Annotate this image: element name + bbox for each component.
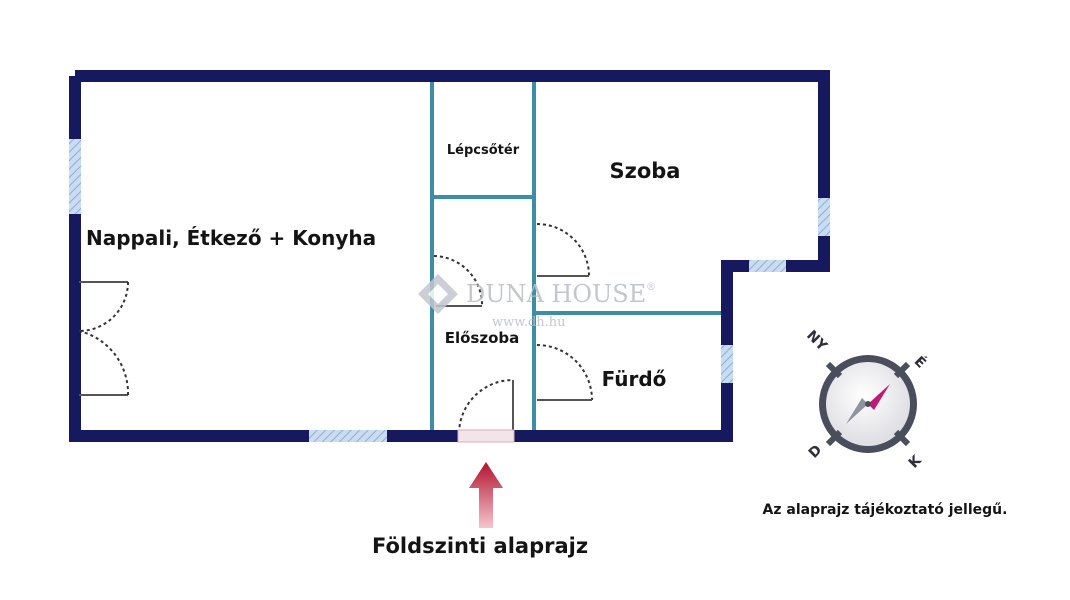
- compass-icon: NY É D K: [803, 328, 929, 472]
- watermark-brand: DUNA HOUSE: [466, 280, 646, 308]
- plan-caption: Földszinti alaprajz: [371, 534, 589, 558]
- outer-walls: [69, 70, 830, 442]
- watermark-registered: ®: [646, 282, 656, 293]
- entrance-opening: [457, 429, 515, 443]
- disclaimer-text: Az alaprajz tájékoztató jellegű.: [762, 502, 1008, 518]
- room-label-eloszoba: Előszoba: [445, 329, 520, 347]
- compass-d: D: [806, 442, 826, 462]
- compass-ny: NY: [803, 328, 830, 355]
- entrance-arrow-icon: [469, 462, 503, 528]
- watermark-web: www.dh.hu: [492, 315, 566, 330]
- room-label-nappali: Nappali, Étkező + Konyha: [86, 226, 376, 250]
- room-label-lepcsoter: Lépcsőtér: [447, 143, 520, 158]
- windows: [69, 139, 830, 442]
- room-label-szoba: Szoba: [610, 159, 681, 183]
- watermark: DUNA HOUSE ® www.dh.hu: [418, 274, 656, 330]
- compass-k: K: [906, 452, 926, 472]
- doors: [78, 223, 593, 434]
- inner-walls: [430, 78, 724, 437]
- compass-e: É: [911, 353, 930, 372]
- room-label-furdo: Fürdő: [602, 367, 667, 391]
